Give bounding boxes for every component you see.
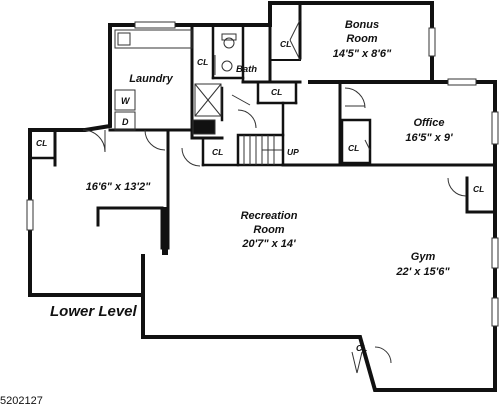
fixtures bbox=[114, 29, 282, 165]
listing-id: 5202127 bbox=[0, 395, 43, 406]
office-size: 16'5" x 9' bbox=[405, 132, 453, 144]
closet-bath: CL bbox=[271, 87, 282, 97]
closet-office: CL bbox=[348, 143, 359, 153]
bedroom-size: 16'6" x 13'2" bbox=[86, 181, 151, 193]
dryer bbox=[114, 111, 136, 131]
washer bbox=[114, 89, 136, 111]
gym-size: 22' x 15'6" bbox=[395, 266, 450, 278]
closet-bonus: CL bbox=[280, 39, 291, 49]
closet-gym-bottom: CL bbox=[356, 343, 367, 353]
bonus-room-size: 14'5" x 8'6" bbox=[333, 48, 392, 60]
bath-sink bbox=[221, 60, 233, 72]
dryer-label: D bbox=[122, 117, 129, 127]
floor-title: Lower Level bbox=[50, 303, 138, 320]
doors bbox=[82, 19, 467, 374]
closet-stairs: CL bbox=[212, 147, 223, 157]
stairs-up-label: UP bbox=[287, 147, 299, 157]
recreation-room-label-1: Recreation bbox=[241, 210, 298, 222]
closet-bedroom: CL bbox=[36, 138, 47, 148]
bath-label: Bath bbox=[236, 64, 257, 75]
recreation-room-label-2: Room bbox=[253, 224, 284, 236]
recreation-room-size: 20'7" x 14' bbox=[241, 238, 296, 250]
toilet bbox=[223, 37, 235, 49]
sink bbox=[117, 32, 131, 46]
labels: Bonus Room 14'5" x 8'6" Laundry Bath Off… bbox=[0, 19, 484, 406]
counter bbox=[114, 29, 193, 49]
gym-label: Gym bbox=[411, 251, 436, 263]
closet-gym: CL bbox=[473, 184, 484, 194]
laundry-label: Laundry bbox=[129, 73, 173, 85]
windows bbox=[26, 21, 499, 327]
office-label: Office bbox=[414, 117, 445, 129]
washer-label: W bbox=[121, 96, 131, 106]
closet-laundry: CL bbox=[197, 57, 208, 67]
stairs bbox=[243, 135, 282, 165]
bonus-room-label-1: Bonus bbox=[345, 19, 379, 31]
walls bbox=[28, 1, 497, 392]
bonus-room-label-2: Room bbox=[346, 33, 377, 45]
